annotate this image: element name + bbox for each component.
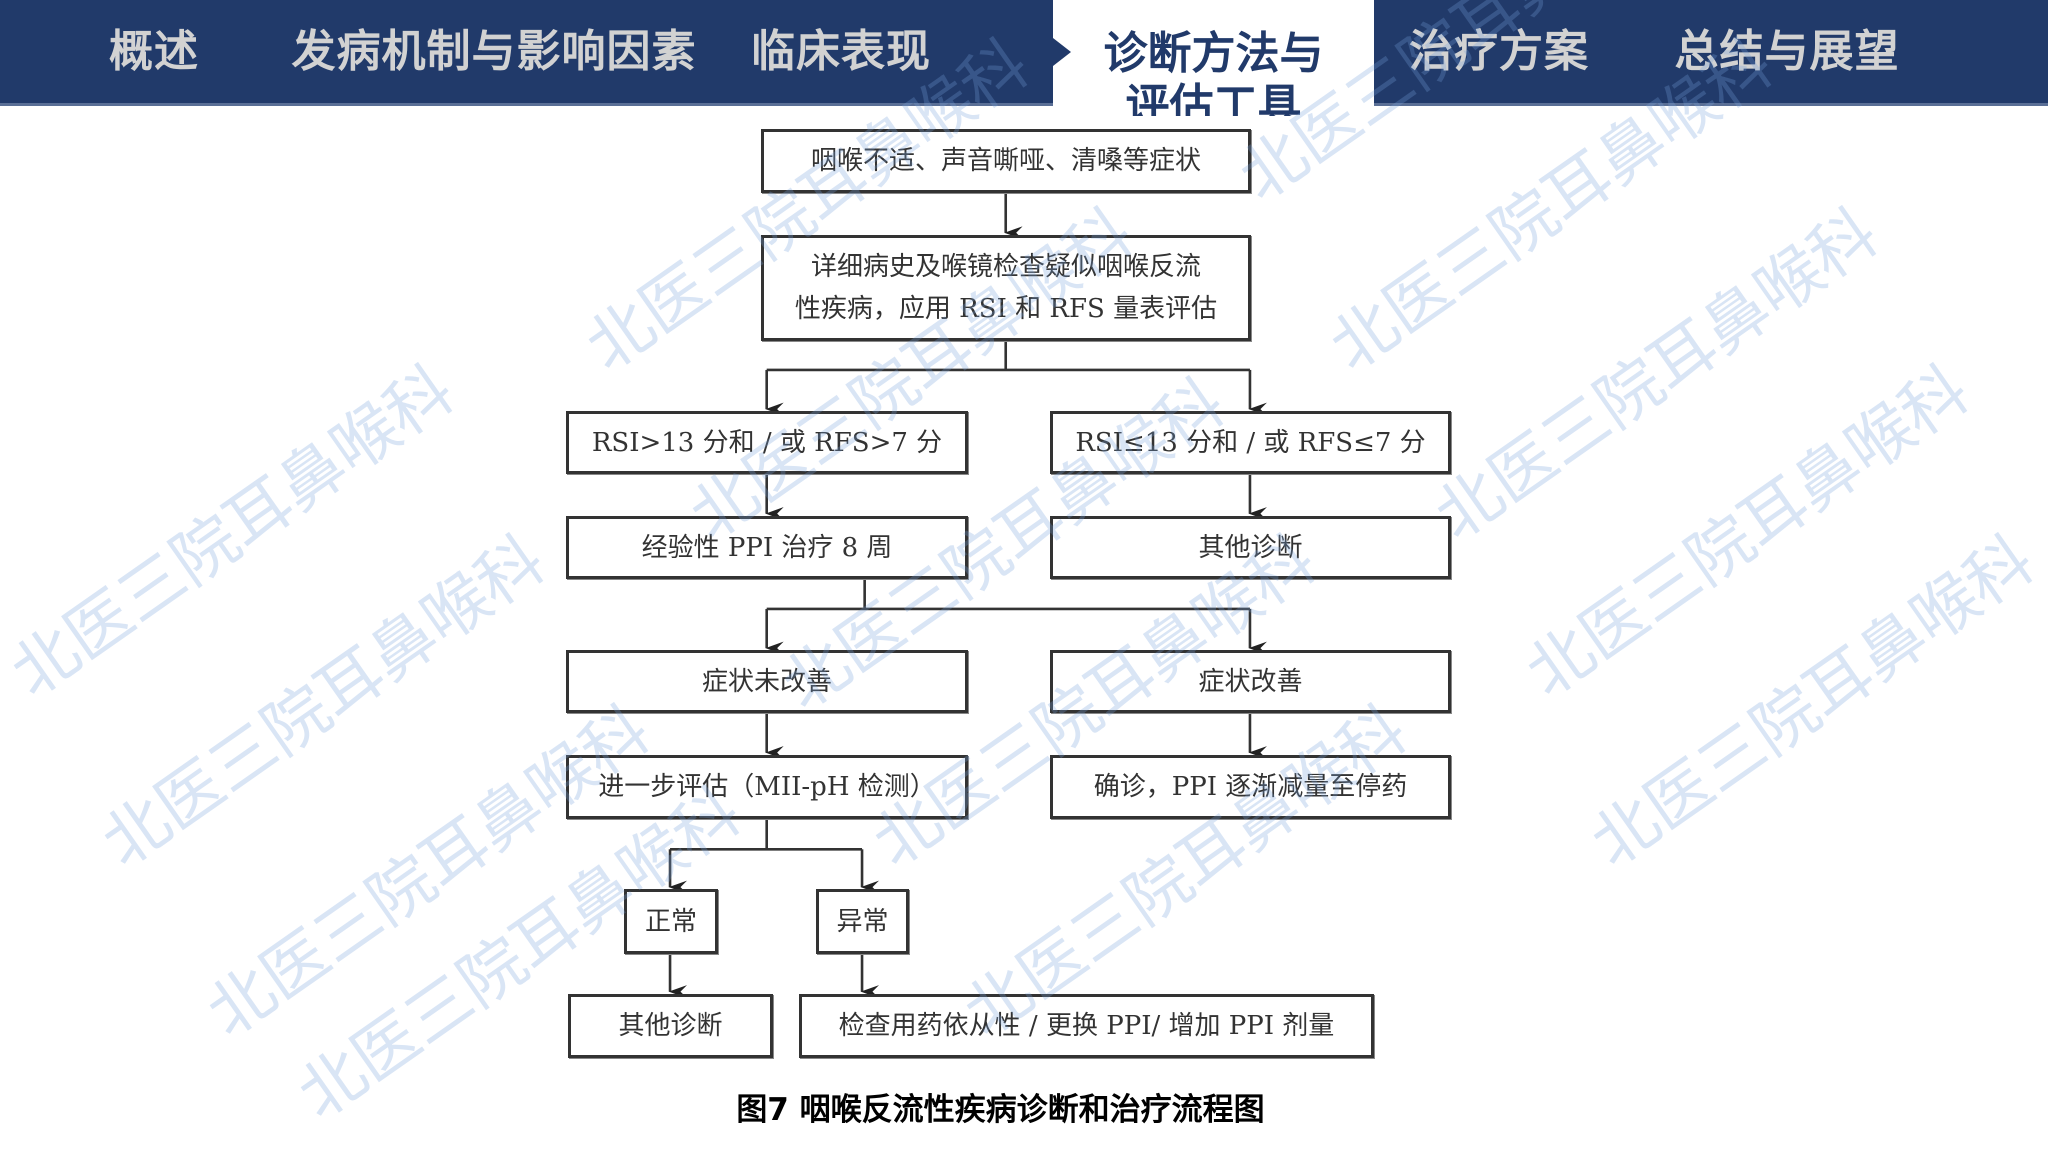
top-nav-bar <box>0 0 2048 106</box>
figure-caption: 图7 咽喉反流性疾病诊断和治疗流程图 <box>736 1092 1265 1128</box>
box-improved: 症状改善 <box>1050 650 1451 713</box>
box-history: 详细病史及喉镜检查疑似咽喉反流 性疾病，应用 RSI 和 RFS 量表评估 <box>761 235 1251 341</box>
box-adjust-ppi: 检查用药依从性 / 更换 PPI/ 增加 PPI 剂量 <box>799 994 1374 1058</box>
nav-tab-diagnosis-active[interactable]: 诊断方法与 评估工具 <box>1053 0 1374 116</box>
box-not-improved: 症状未改善 <box>566 650 968 713</box>
nav-tab-summary[interactable]: 总结与展望 <box>1674 26 1900 77</box>
nav-tab-overview[interactable]: 概述 <box>109 26 199 77</box>
box-score-positive: RSI>13 分和 / 或 RFS>7 分 <box>566 411 968 474</box>
box-confirmed: 确诊，PPI 逐渐减量至停药 <box>1050 755 1451 819</box>
nav-tab-treatment[interactable]: 治疗方案 <box>1409 26 1589 77</box>
box-history-line1: 详细病史及喉镜检查疑似咽喉反流 <box>810 252 1201 282</box>
box-symptoms: 咽喉不适、声音嘶哑、清嗓等症状 <box>761 129 1251 193</box>
nav-tab-pathogenesis[interactable]: 发病机制与影响因素 <box>291 26 697 77</box>
box-normal: 正常 <box>624 889 718 954</box>
box-history-line2: 性疾病，应用 RSI 和 RFS 量表评估 <box>794 294 1218 324</box>
active-tab-line2: 评估工具 <box>1125 80 1302 116</box>
box-abnormal: 异常 <box>816 889 909 954</box>
box-score-negative: RSI≤13 分和 / 或 RFS≤7 分 <box>1050 411 1451 474</box>
box-ppi-trial: 经验性 PPI 治疗 8 周 <box>566 516 968 579</box>
box-other-diagnosis: 其他诊断 <box>1050 516 1451 579</box>
box-further-eval: 进一步评估（MII-pH 检测） <box>566 755 968 819</box>
active-tab-line1: 诊断方法与 <box>1103 28 1324 79</box>
box-other-diagnosis-2: 其他诊断 <box>568 994 773 1058</box>
nav-tab-clinical[interactable]: 临床表现 <box>751 26 931 77</box>
active-indicator-arrow <box>1053 38 1071 66</box>
